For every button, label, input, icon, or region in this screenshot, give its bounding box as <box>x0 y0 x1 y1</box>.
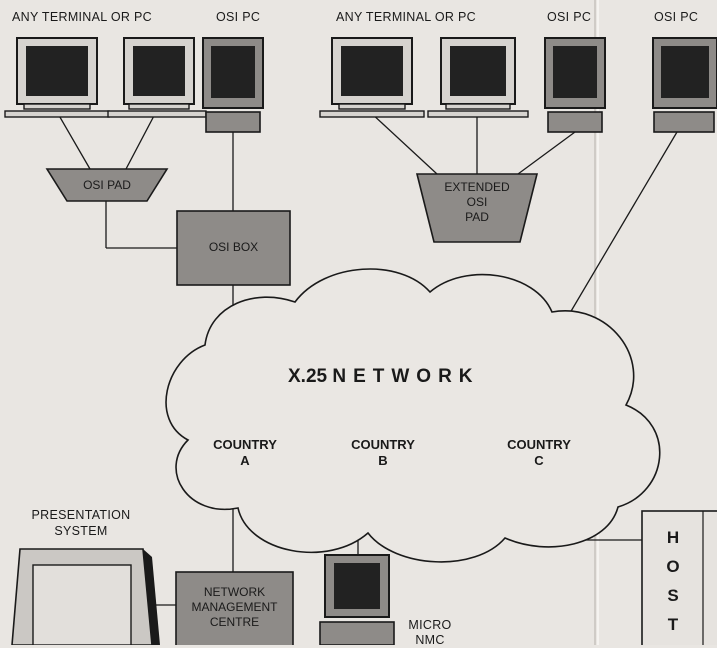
screen-icon <box>211 46 255 98</box>
screen-icon <box>553 46 597 98</box>
terminal-2 <box>108 38 206 117</box>
extended-pad-line-2: OSI <box>430 195 524 210</box>
country-c-word: COUNTRY <box>499 437 579 453</box>
micro-nmc-pc <box>320 555 394 645</box>
pc-base-icon <box>548 112 602 132</box>
screen-icon <box>341 46 403 96</box>
screen-icon <box>661 46 709 98</box>
presentation-system-label: PRESENTATION SYSTEM <box>16 507 146 539</box>
screen-icon <box>26 46 88 96</box>
osi-box-label: OSI BOX <box>177 240 290 255</box>
network-title: X.25 NETWORK <box>288 366 480 388</box>
country-b-word: COUNTRY <box>343 437 423 453</box>
extended-pad-line-1: EXTENDED <box>430 180 524 195</box>
pc-base-icon <box>206 112 260 132</box>
nmc-line-3: CENTRE <box>176 615 293 630</box>
keyboard-icon <box>320 111 424 117</box>
host-letter-s: S <box>658 586 688 606</box>
presentation-line-2: SYSTEM <box>16 523 146 539</box>
pc-base-icon <box>654 112 714 132</box>
extended-osi-pad-label: EXTENDED OSI PAD <box>430 180 524 225</box>
nmc-line-1: NETWORK <box>176 585 293 600</box>
terminal-1 <box>5 38 109 117</box>
country-a-word: COUNTRY <box>205 437 285 453</box>
osi-pc-1-label: OSI PC <box>216 10 260 24</box>
host-letter-h: H <box>658 528 688 548</box>
country-b-letter: B <box>343 453 423 469</box>
osi-pc-2-label: OSI PC <box>547 10 591 24</box>
country-a-label: COUNTRY A <box>205 437 285 469</box>
country-c-label: COUNTRY C <box>499 437 579 469</box>
presentation-system-icon <box>12 549 160 645</box>
screen-icon <box>133 46 185 96</box>
extended-pad-line-3: PAD <box>430 210 524 225</box>
country-c-letter: C <box>499 453 579 469</box>
pc-base-icon <box>320 622 394 645</box>
terminal-3 <box>320 38 424 117</box>
presentation-line-1: PRESENTATION <box>16 507 146 523</box>
host-letter-t: T <box>658 615 688 635</box>
screen-icon <box>334 563 380 609</box>
nmc-label: NETWORK MANAGEMENT CENTRE <box>176 585 293 630</box>
network-title-word: NETWORK <box>332 366 479 387</box>
country-a-letter: A <box>205 453 285 469</box>
x25-network-cloud <box>166 269 660 562</box>
link-osipc2-extpad <box>518 132 575 174</box>
network-title-prefix: X.25 <box>288 366 327 387</box>
osi-pc-3 <box>653 38 717 132</box>
osi-pc-2 <box>545 38 605 132</box>
nmc-line-2: MANAGEMENT <box>176 600 293 615</box>
host-letter-o: O <box>658 557 688 577</box>
micro-line-2: NMC <box>400 633 460 648</box>
keyboard-icon <box>5 111 109 117</box>
terminal-group-1-label: ANY TERMINAL OR PC <box>12 10 152 24</box>
terminal-group-2-label: ANY TERMINAL OR PC <box>336 10 476 24</box>
link-terminal1-osipad <box>57 112 90 169</box>
keyboard-icon <box>108 111 206 117</box>
micro-nmc-label: MICRO NMC <box>400 618 460 648</box>
screen-icon <box>450 46 506 96</box>
country-b-label: COUNTRY B <box>343 437 423 469</box>
link-terminal3-extpad <box>370 112 437 174</box>
link-osipc3-network <box>567 132 677 318</box>
link-terminal2-osipad <box>126 112 156 169</box>
osi-pc-1 <box>203 38 263 132</box>
osi-pc-3-label: OSI PC <box>654 10 698 24</box>
osi-pad-label: OSI PAD <box>60 178 154 193</box>
keyboard-icon <box>428 111 528 117</box>
terminal-4 <box>428 38 528 117</box>
micro-line-1: MICRO <box>400 618 460 633</box>
